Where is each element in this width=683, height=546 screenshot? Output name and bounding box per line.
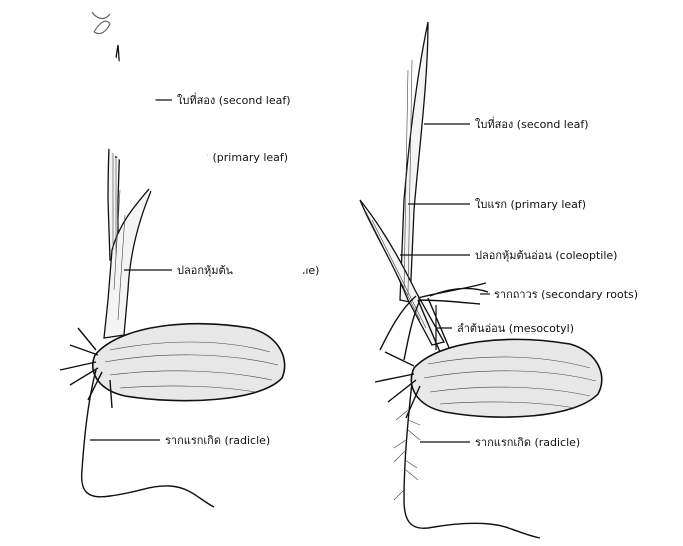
- right-label-second-leaf: ใบที่สอง (second leaf): [475, 116, 589, 131]
- right-label-mesocotyl: ลำต้นอ่อน (mesocotyl): [457, 322, 574, 335]
- handwritten-mark: [92, 12, 110, 34]
- right-label-radicle: รากแรกเกิด (radicle): [475, 436, 580, 449]
- right-label-coleoptile: ปลอกหุ้มต้นอ่อน (coleoptile): [475, 249, 617, 262]
- right-seedling: [360, 22, 602, 538]
- right-label-primary-leaf: ใบแรก (primary leaf): [475, 198, 586, 211]
- right-seed: [411, 339, 601, 417]
- left-label-second-leaf: ใบที่สอง (second leaf): [177, 92, 291, 107]
- right-label-secondary-roots: รากถาวร (secondary roots): [494, 288, 638, 301]
- right-second-leaf-shape: [400, 22, 428, 302]
- left-label-radicle: รากแรกเกิด (radicle): [165, 434, 270, 447]
